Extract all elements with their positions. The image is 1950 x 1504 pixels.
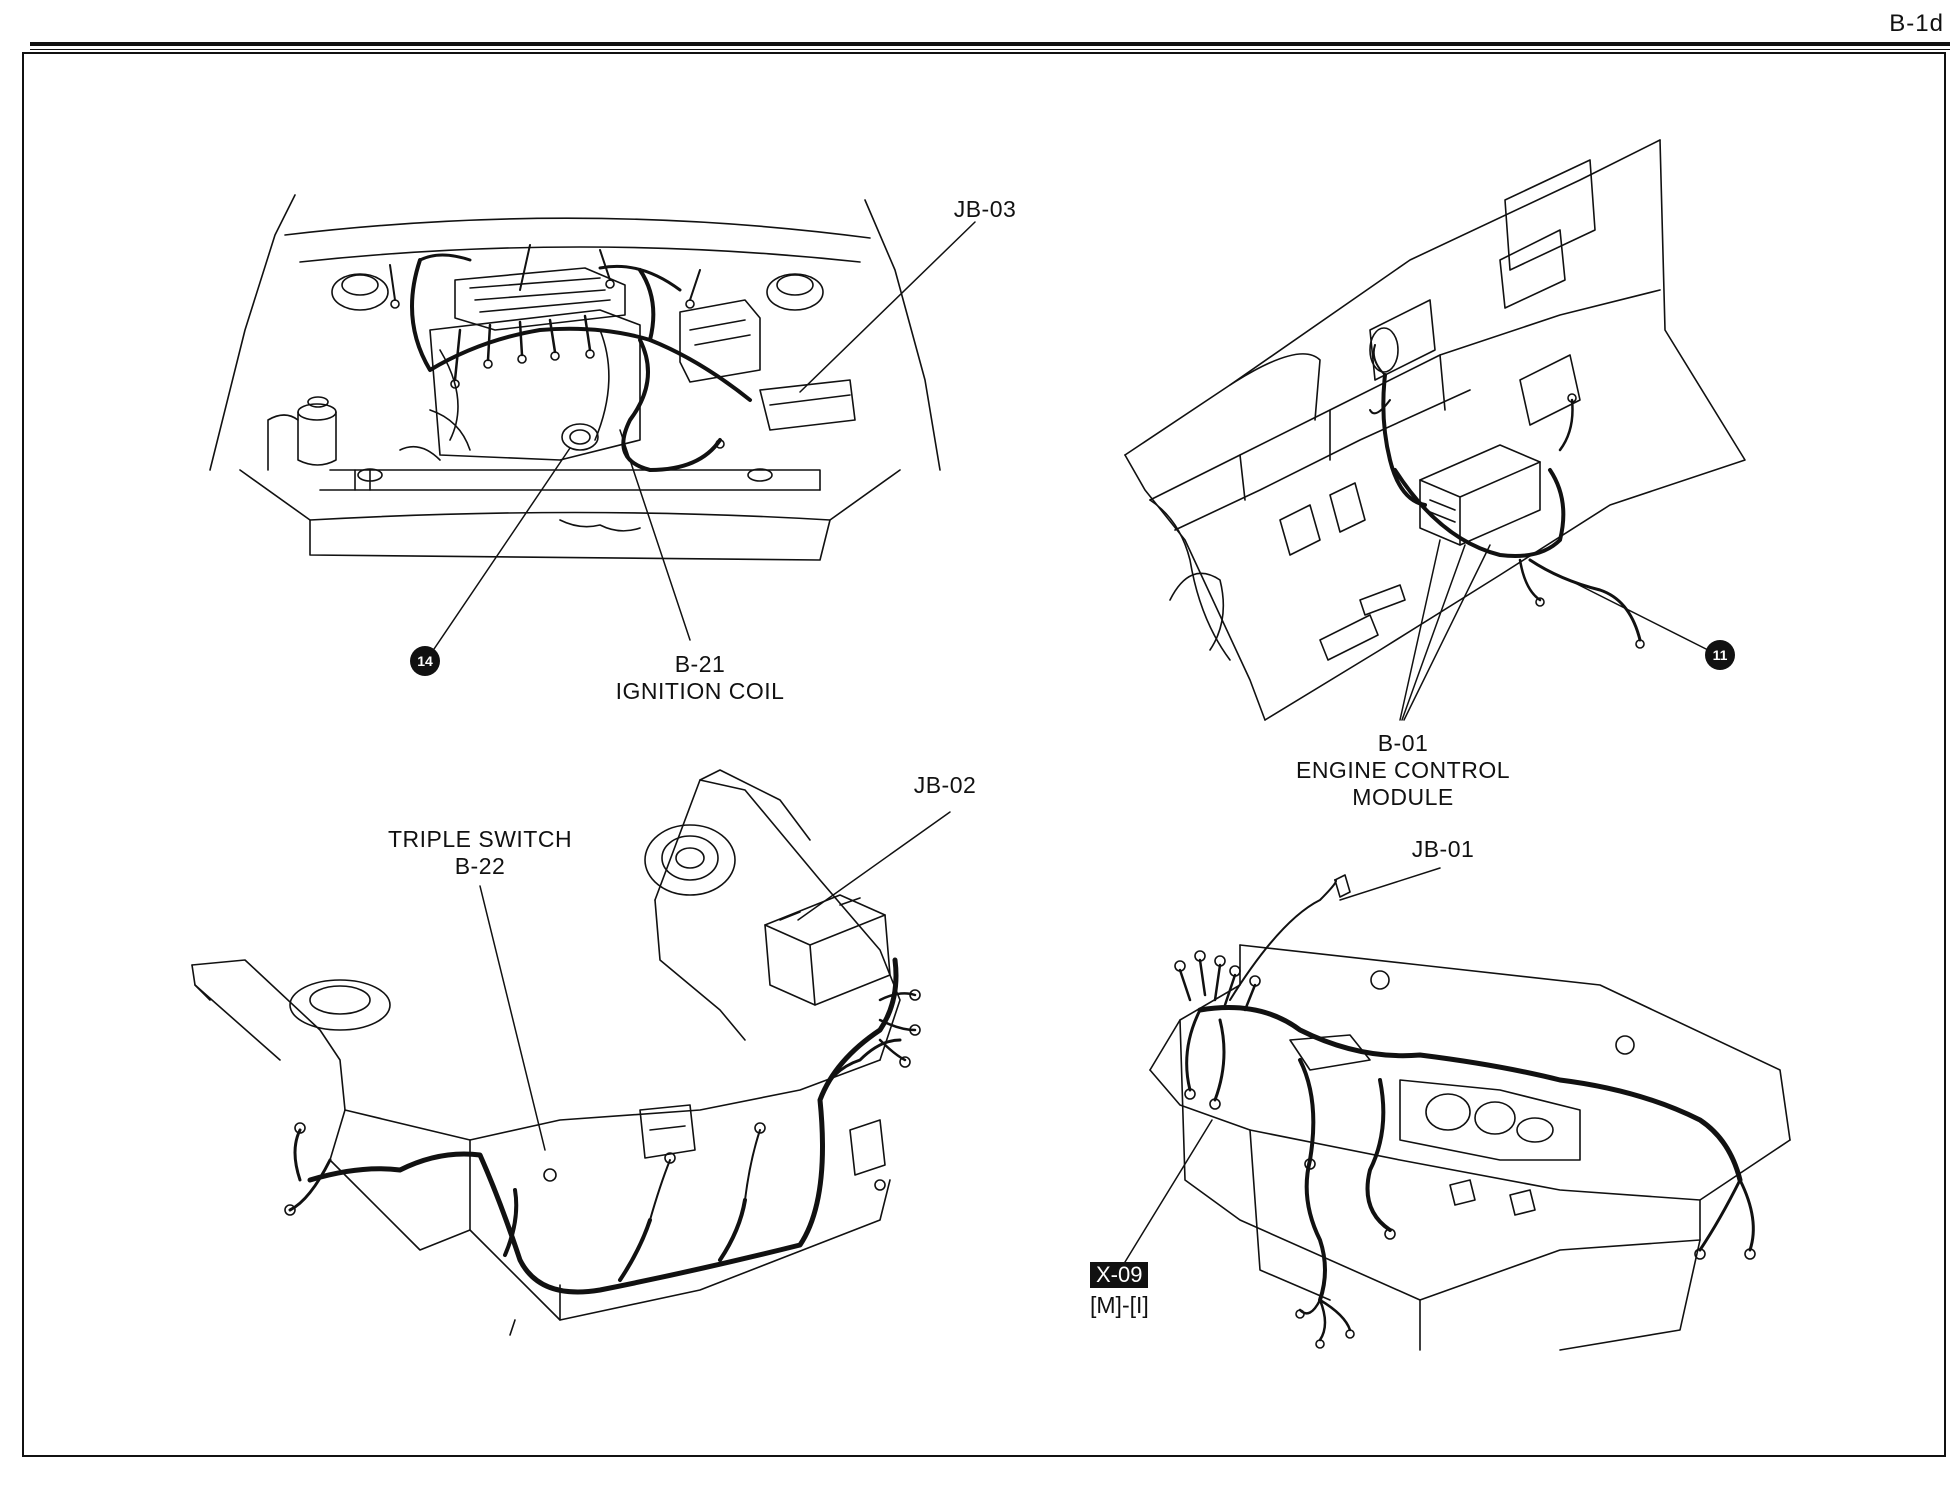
callout-badge-14: 14	[410, 646, 440, 676]
label-b-01-code: B-01	[1377, 730, 1429, 756]
label-b-01-name-2: MODULE	[1352, 784, 1454, 810]
label-jb-01: JB-01	[1411, 836, 1475, 862]
label-triple-switch-code: B-22	[454, 853, 506, 879]
label-b-21-name: IGNITION COIL	[615, 678, 785, 704]
label-b-01-name-1: ENGINE CONTROL	[1295, 757, 1511, 783]
label-jb-03: JB-03	[953, 196, 1017, 222]
label-triple-switch-name: TRIPLE SWITCH	[387, 826, 573, 852]
page-code: B-1d	[1889, 10, 1944, 37]
header-rule-thin	[30, 49, 1950, 50]
leader-lines	[431, 221, 1709, 1263]
callout-badge-11: 11	[1705, 640, 1735, 670]
label-b-21-code: B-21	[674, 651, 726, 677]
dashboard-harness-drawing	[1149, 874, 1791, 1351]
label-x-09-code: X-09	[1090, 1262, 1149, 1288]
engine-bay-drawing	[209, 194, 941, 561]
label-x-09-sub: [M]-[I]	[1090, 1292, 1149, 1318]
diagram-frame	[22, 52, 1946, 1457]
header-rule	[30, 42, 1950, 46]
bulkhead-drawing	[1124, 139, 1746, 721]
label-jb-02: JB-02	[913, 772, 977, 798]
front-harness-drawing	[191, 769, 921, 1336]
